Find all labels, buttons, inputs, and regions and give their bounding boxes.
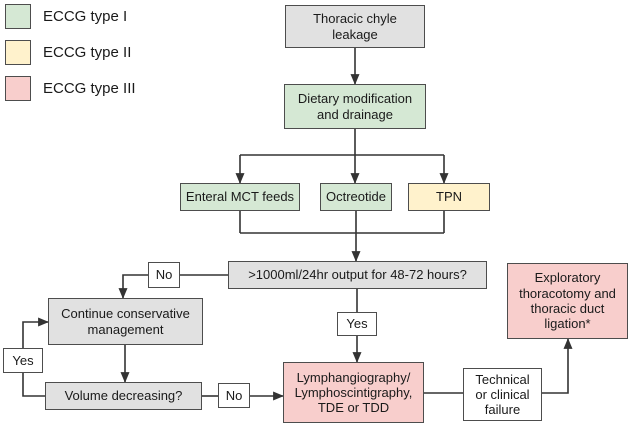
node-enteral-mct-feeds: Enteral MCT feeds bbox=[180, 183, 300, 211]
node-technical-or-clinical-failure: Technical or clinical failure bbox=[463, 368, 542, 421]
legend-label-eccg-type-i: ECCG type I bbox=[43, 8, 128, 25]
node-exploratory-thoracotomy-duct-ligation: Exploratory thoracotomy and thoracic duc… bbox=[507, 263, 628, 339]
edge-dietary-branch bbox=[240, 129, 444, 156]
legend-swatch-eccg-type-ii bbox=[5, 40, 31, 65]
node-lymphangiography-lymphoscintigraphy: Lymphangiography/ Lymphoscintigraphy, TD… bbox=[283, 362, 424, 423]
node-octreotide: Octreotide bbox=[320, 183, 392, 211]
legend-item-eccg-type-ii: ECCG type II bbox=[5, 40, 136, 65]
legend-swatch-eccg-type-iii bbox=[5, 76, 31, 101]
node-thoracic-chyle-leakage: Thoracic chyle leakage bbox=[285, 5, 425, 48]
node-output-threshold-question: >1000ml/24hr output for 48-72 hours? bbox=[228, 261, 487, 289]
legend-label-eccg-type-ii: ECCG type II bbox=[43, 44, 132, 61]
legend-label-eccg-type-iii: ECCG type III bbox=[43, 80, 136, 97]
legend-item-eccg-type-i: ECCG type I bbox=[5, 4, 136, 29]
edge-label-no-volume: No bbox=[218, 383, 250, 408]
edge-label-no-question: No bbox=[148, 262, 180, 288]
edge-no1-to-continue bbox=[118, 274, 148, 299]
edge-label-yes-volume-loop: Yes bbox=[3, 348, 43, 373]
legend: ECCG type I ECCG type II ECCG type III bbox=[5, 4, 136, 101]
node-volume-decreasing-question: Volume decreasing? bbox=[45, 382, 202, 410]
edge-technical-to-exploratory bbox=[542, 338, 573, 394]
legend-item-eccg-type-iii: ECCG type III bbox=[5, 76, 136, 101]
node-dietary-modification-and-drainage: Dietary modification and drainage bbox=[284, 84, 426, 129]
edge-label-yes-question: Yes bbox=[337, 312, 377, 336]
edge-merge-lines bbox=[239, 211, 445, 234]
node-tpn: TPN bbox=[408, 183, 490, 211]
node-continue-conservative-management: Continue conservative management bbox=[48, 298, 203, 345]
legend-swatch-eccg-type-i bbox=[5, 4, 31, 29]
